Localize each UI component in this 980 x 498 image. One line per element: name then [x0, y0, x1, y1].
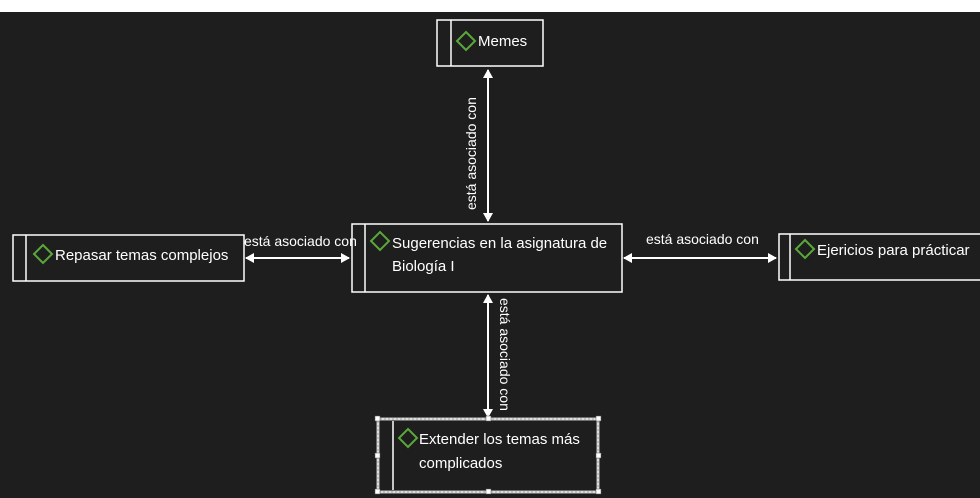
node-repasar-label: Repasar temas complejos — [55, 247, 228, 264]
edge-bottom-label: está asociado con — [497, 298, 513, 411]
diamond-icon — [369, 230, 391, 252]
edge-left-label: está asociado con — [244, 233, 357, 249]
diamond-icon — [32, 243, 54, 265]
node-extender[interactable]: Extender los temas más complicados — [374, 415, 602, 495]
node-sugerencias-line-2: Biología I — [392, 258, 455, 275]
diamond-icon — [794, 238, 816, 260]
node-memes[interactable]: Memes — [436, 19, 544, 67]
node-ejericios[interactable]: Ejericios para prácticar — [778, 233, 980, 281]
edge-right: está asociado con — [623, 231, 777, 263]
node-repasar[interactable]: Repasar temas complejos — [12, 234, 245, 282]
node-sugerencias[interactable]: Sugerencias en la asignatura de Biología… — [351, 223, 623, 293]
node-ejericios-label: Ejericios para prácticar — [817, 242, 970, 259]
selection-handles[interactable] — [374, 415, 602, 495]
node-memes-label: Memes — [478, 33, 527, 50]
edge-top-label: está asociado con — [463, 97, 479, 210]
diamond-icon — [455, 30, 477, 52]
edge-right-label: está asociado con — [646, 231, 759, 247]
diamond-icon — [397, 427, 419, 449]
edge-top: está asociado con — [463, 69, 493, 222]
edge-left: está asociado con — [244, 233, 357, 263]
node-extender-line-1: Extender los temas más — [419, 431, 580, 448]
node-extender-line-2: complicados — [419, 455, 502, 472]
node-sugerencias-line-1: Sugerencias en la asignatura de — [392, 235, 607, 252]
edge-bottom: está asociado con — [483, 294, 513, 418]
